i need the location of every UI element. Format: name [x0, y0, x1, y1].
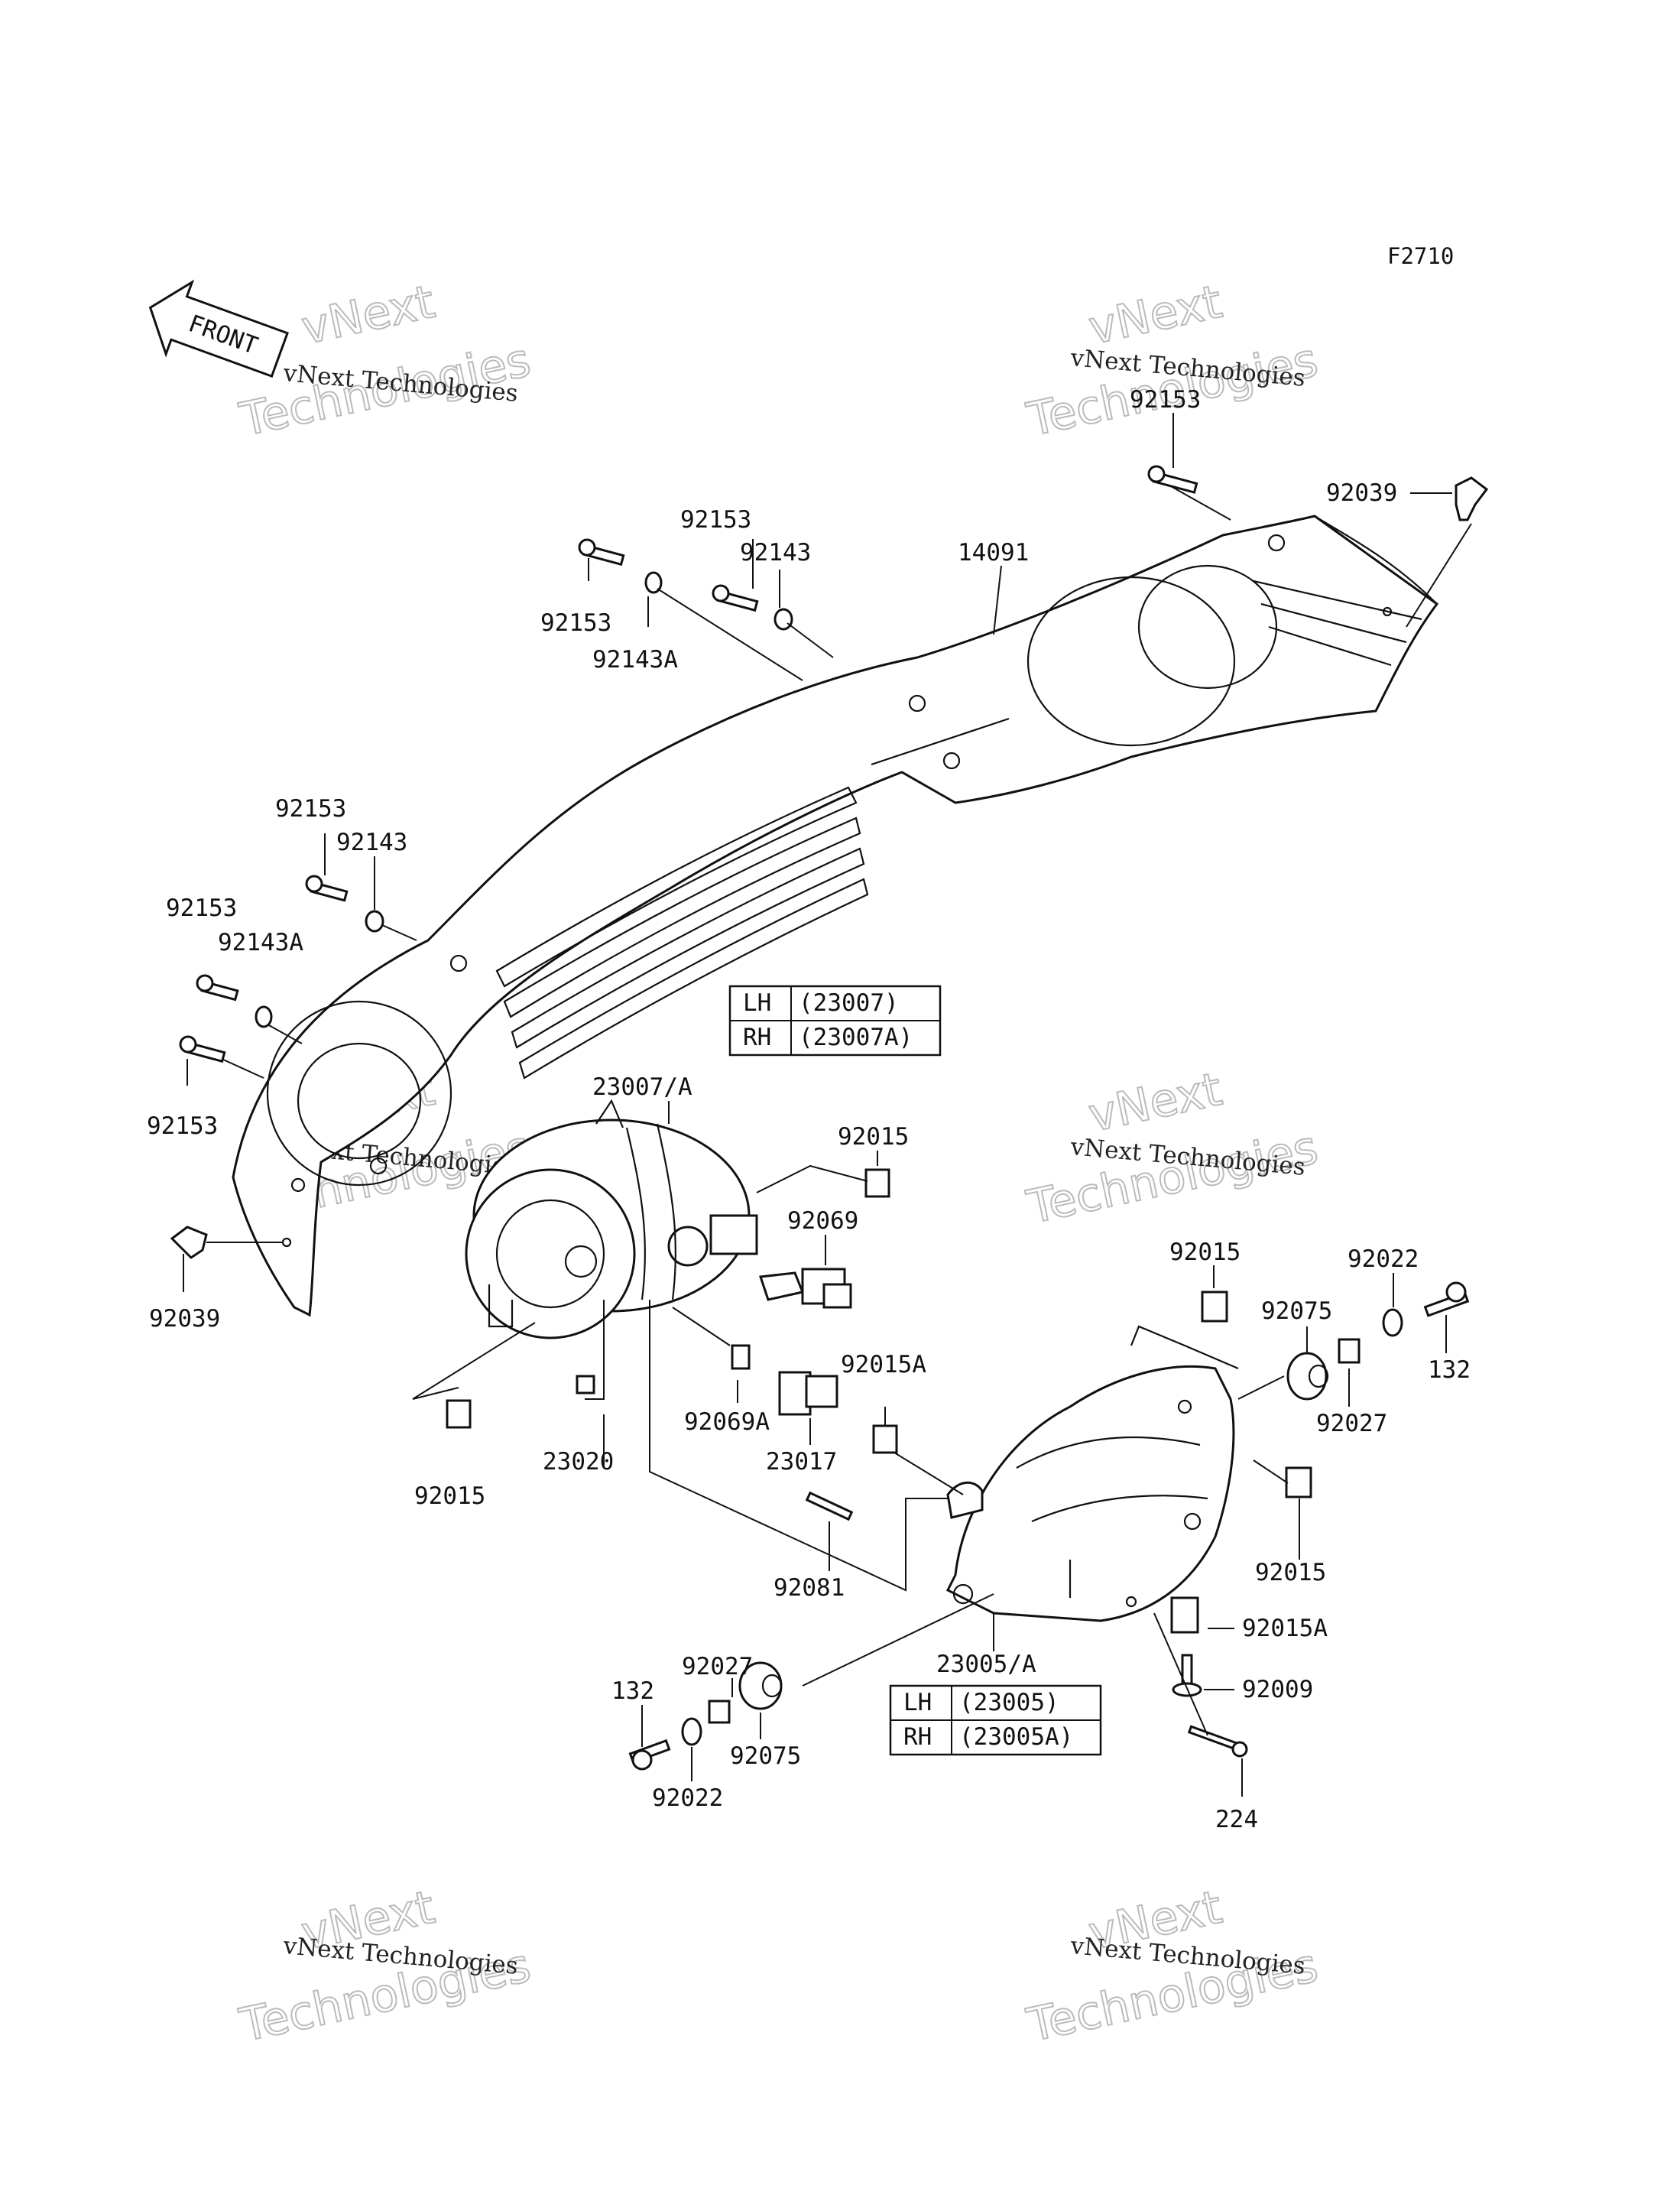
label-92027-bottom: 92027	[682, 1653, 753, 1680]
label-92143A-a: 92143A	[592, 646, 678, 674]
watermark-bottom-left: vNext Technologies vNext Technologies	[235, 1880, 537, 2054]
svg-text:vNext: vNext	[1085, 1063, 1227, 1143]
table-housing-lh-code: (23005)	[959, 1689, 1059, 1716]
label-23020: 23020	[543, 1448, 614, 1476]
label-92009: 92009	[1242, 1676, 1313, 1703]
label-92069: 92069	[787, 1207, 858, 1235]
collar-92027-right	[1338, 1338, 1361, 1364]
table-headlight-rh: RH	[743, 1024, 771, 1051]
table-headlight-lh: LH	[743, 989, 771, 1017]
leader-lines	[183, 413, 1472, 1797]
grommet-92075-top	[1286, 1352, 1329, 1401]
bulb-92069A	[731, 1344, 751, 1370]
collar-92027-bottom	[708, 1700, 731, 1724]
bolt-92153-b	[712, 584, 759, 612]
label-14091: 14091	[958, 539, 1029, 567]
label-92153-a: 92153	[680, 506, 751, 534]
label-92015-left: 92015	[414, 1482, 485, 1510]
label-23017: 23017	[766, 1448, 837, 1476]
bolt-92153-c	[305, 875, 349, 902]
bolt-92153-a	[578, 538, 625, 567]
label-92015-a: 92015	[838, 1123, 909, 1151]
label-92039-top: 92039	[1326, 479, 1397, 507]
label-92143A-b: 92143A	[218, 929, 303, 956]
label-23005: 23005/A	[936, 1651, 1036, 1678]
clip-92015-b	[1201, 1291, 1228, 1323]
label-92153-c: 92153	[275, 795, 346, 823]
bulb-23017-small	[778, 1371, 838, 1416]
screw-92009	[1172, 1654, 1202, 1697]
table-headlight: LH (23007) RH (23007A)	[728, 985, 942, 1057]
table-housing: LH (23005) RH (23005A)	[889, 1684, 1102, 1756]
label-92153-d: 92153	[166, 894, 237, 922]
bulb-23017	[758, 1268, 852, 1309]
table-housing-lh: LH	[903, 1689, 932, 1716]
label-224: 224	[1215, 1806, 1258, 1833]
clip-92015-left	[446, 1399, 472, 1429]
label-92015A-b: 92015A	[1242, 1615, 1328, 1642]
label-92153-top: 92153	[1130, 386, 1201, 414]
bolt-132-left	[628, 1739, 671, 1771]
watermark-bottom-right: vNext Technologies vNext Technologies	[1022, 1880, 1324, 2054]
watermark-top-left: vNext Technologies vNext Technologies	[235, 274, 537, 448]
housing-23005	[945, 1325, 1239, 1622]
collar-92015A-a	[872, 1424, 898, 1454]
cowl-14091	[232, 515, 1439, 1317]
label-92039-left: 92039	[149, 1305, 220, 1333]
spring-92081	[805, 1491, 854, 1521]
figure-code: F2710	[1387, 243, 1454, 269]
watermark-top-right: vNext Technologies vNext Technologies	[1022, 274, 1324, 448]
svg-text:vNext: vNext	[1085, 275, 1227, 356]
washer-92143A-a	[644, 571, 663, 594]
table-headlight-rh-code: (23007A)	[799, 1024, 913, 1051]
clip-92039-left	[170, 1226, 208, 1259]
watermark-mid-right: vNext Technologies vNext Technologies	[1022, 1062, 1324, 1235]
clip-92015-a	[864, 1168, 890, 1198]
front-arrow-icon: FRONT	[148, 279, 289, 378]
label-92081: 92081	[774, 1574, 845, 1602]
bolt-132-right	[1423, 1281, 1470, 1317]
label-132-left: 132	[611, 1677, 654, 1705]
label-92069A: 92069A	[684, 1408, 770, 1436]
washer-92022-bottom	[681, 1717, 702, 1746]
bolt-224	[1187, 1725, 1248, 1758]
label-23007: 23007/A	[592, 1073, 692, 1101]
washer-92022-top	[1382, 1308, 1403, 1337]
label-132-right: 132	[1428, 1356, 1471, 1384]
headlight-23007	[465, 1099, 758, 1339]
label-92075-bottom: 92075	[730, 1742, 801, 1770]
clip-92015-c	[1285, 1466, 1312, 1498]
label-92143-a: 92143	[740, 539, 811, 567]
table-headlight-lh-code: (23007)	[799, 989, 899, 1017]
table-housing-rh-code: (23005A)	[959, 1723, 1073, 1751]
label-92022-top: 92022	[1348, 1245, 1419, 1273]
label-92015-b: 92015	[1169, 1239, 1241, 1266]
label-92143-b: 92143	[336, 829, 407, 856]
label-92015-c: 92015	[1255, 1559, 1326, 1586]
part-labels: 92153 92039 14091 92153 92143 92153 9214…	[147, 386, 1471, 1833]
clip-92039-top	[1455, 476, 1489, 521]
collar-92015A-b	[1170, 1596, 1199, 1634]
bolt-92153-e	[179, 1035, 226, 1063]
label-92153-e: 92153	[147, 1112, 218, 1140]
label-92022-bottom: 92022	[652, 1784, 723, 1812]
table-housing-rh: RH	[903, 1723, 932, 1751]
grommet-92075-bottom	[738, 1661, 783, 1710]
label-92075-top: 92075	[1261, 1297, 1332, 1325]
nut-92143-b	[365, 910, 384, 933]
svg-text:vNext: vNext	[297, 275, 439, 356]
washer-92143A-b	[255, 1005, 273, 1028]
nut-92143-a	[774, 608, 793, 631]
label-92015A-a: 92015A	[841, 1351, 926, 1378]
label-92153-b: 92153	[540, 609, 611, 637]
label-92027-right: 92027	[1316, 1410, 1387, 1437]
bolt-92153-top	[1147, 465, 1198, 494]
nut-23020	[576, 1375, 595, 1394]
bolt-92153-d	[196, 974, 239, 1002]
